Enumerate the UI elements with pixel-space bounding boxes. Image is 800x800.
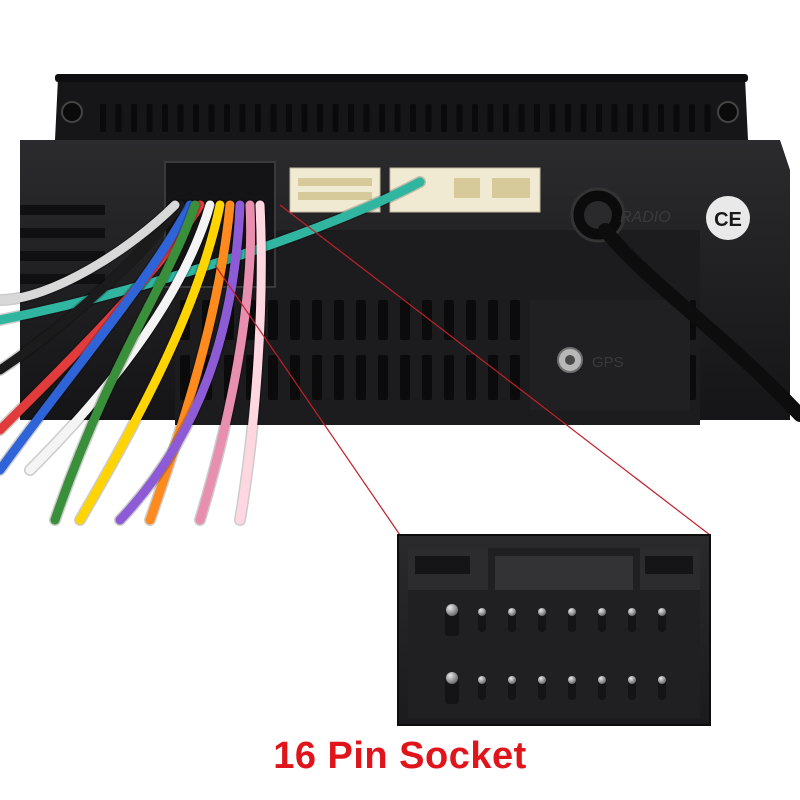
gps-port: GPS — [557, 347, 624, 373]
socket-pin — [538, 676, 546, 700]
socket-pin — [658, 608, 666, 632]
socket-caption: 16 Pin Socket — [273, 735, 527, 777]
socket-pin — [445, 604, 459, 636]
socket-pin — [628, 676, 636, 700]
callout-lines — [214, 204, 711, 536]
socket-pin — [445, 672, 459, 704]
wiring-harness — [0, 176, 426, 526]
socket-pin — [598, 676, 606, 700]
ce-mark: CE — [706, 196, 750, 240]
socket-pins — [445, 604, 666, 704]
svg-text:CE: CE — [714, 209, 742, 231]
socket-pin — [478, 676, 486, 700]
socket-pin — [568, 676, 576, 700]
socket-pin — [598, 608, 606, 632]
socket-pin — [508, 608, 516, 632]
gps-label: GPS — [592, 354, 624, 371]
socket-pin — [478, 608, 486, 632]
socket-pin — [658, 676, 666, 700]
socket-pin — [568, 608, 576, 632]
socket-pin — [538, 608, 546, 632]
top-vent-slots — [100, 104, 711, 132]
socket-zoom-inset — [397, 534, 711, 726]
antenna-cable — [598, 223, 800, 422]
radio-label: RADIO — [620, 209, 671, 226]
socket-pin — [628, 608, 636, 632]
socket-pin — [508, 676, 516, 700]
